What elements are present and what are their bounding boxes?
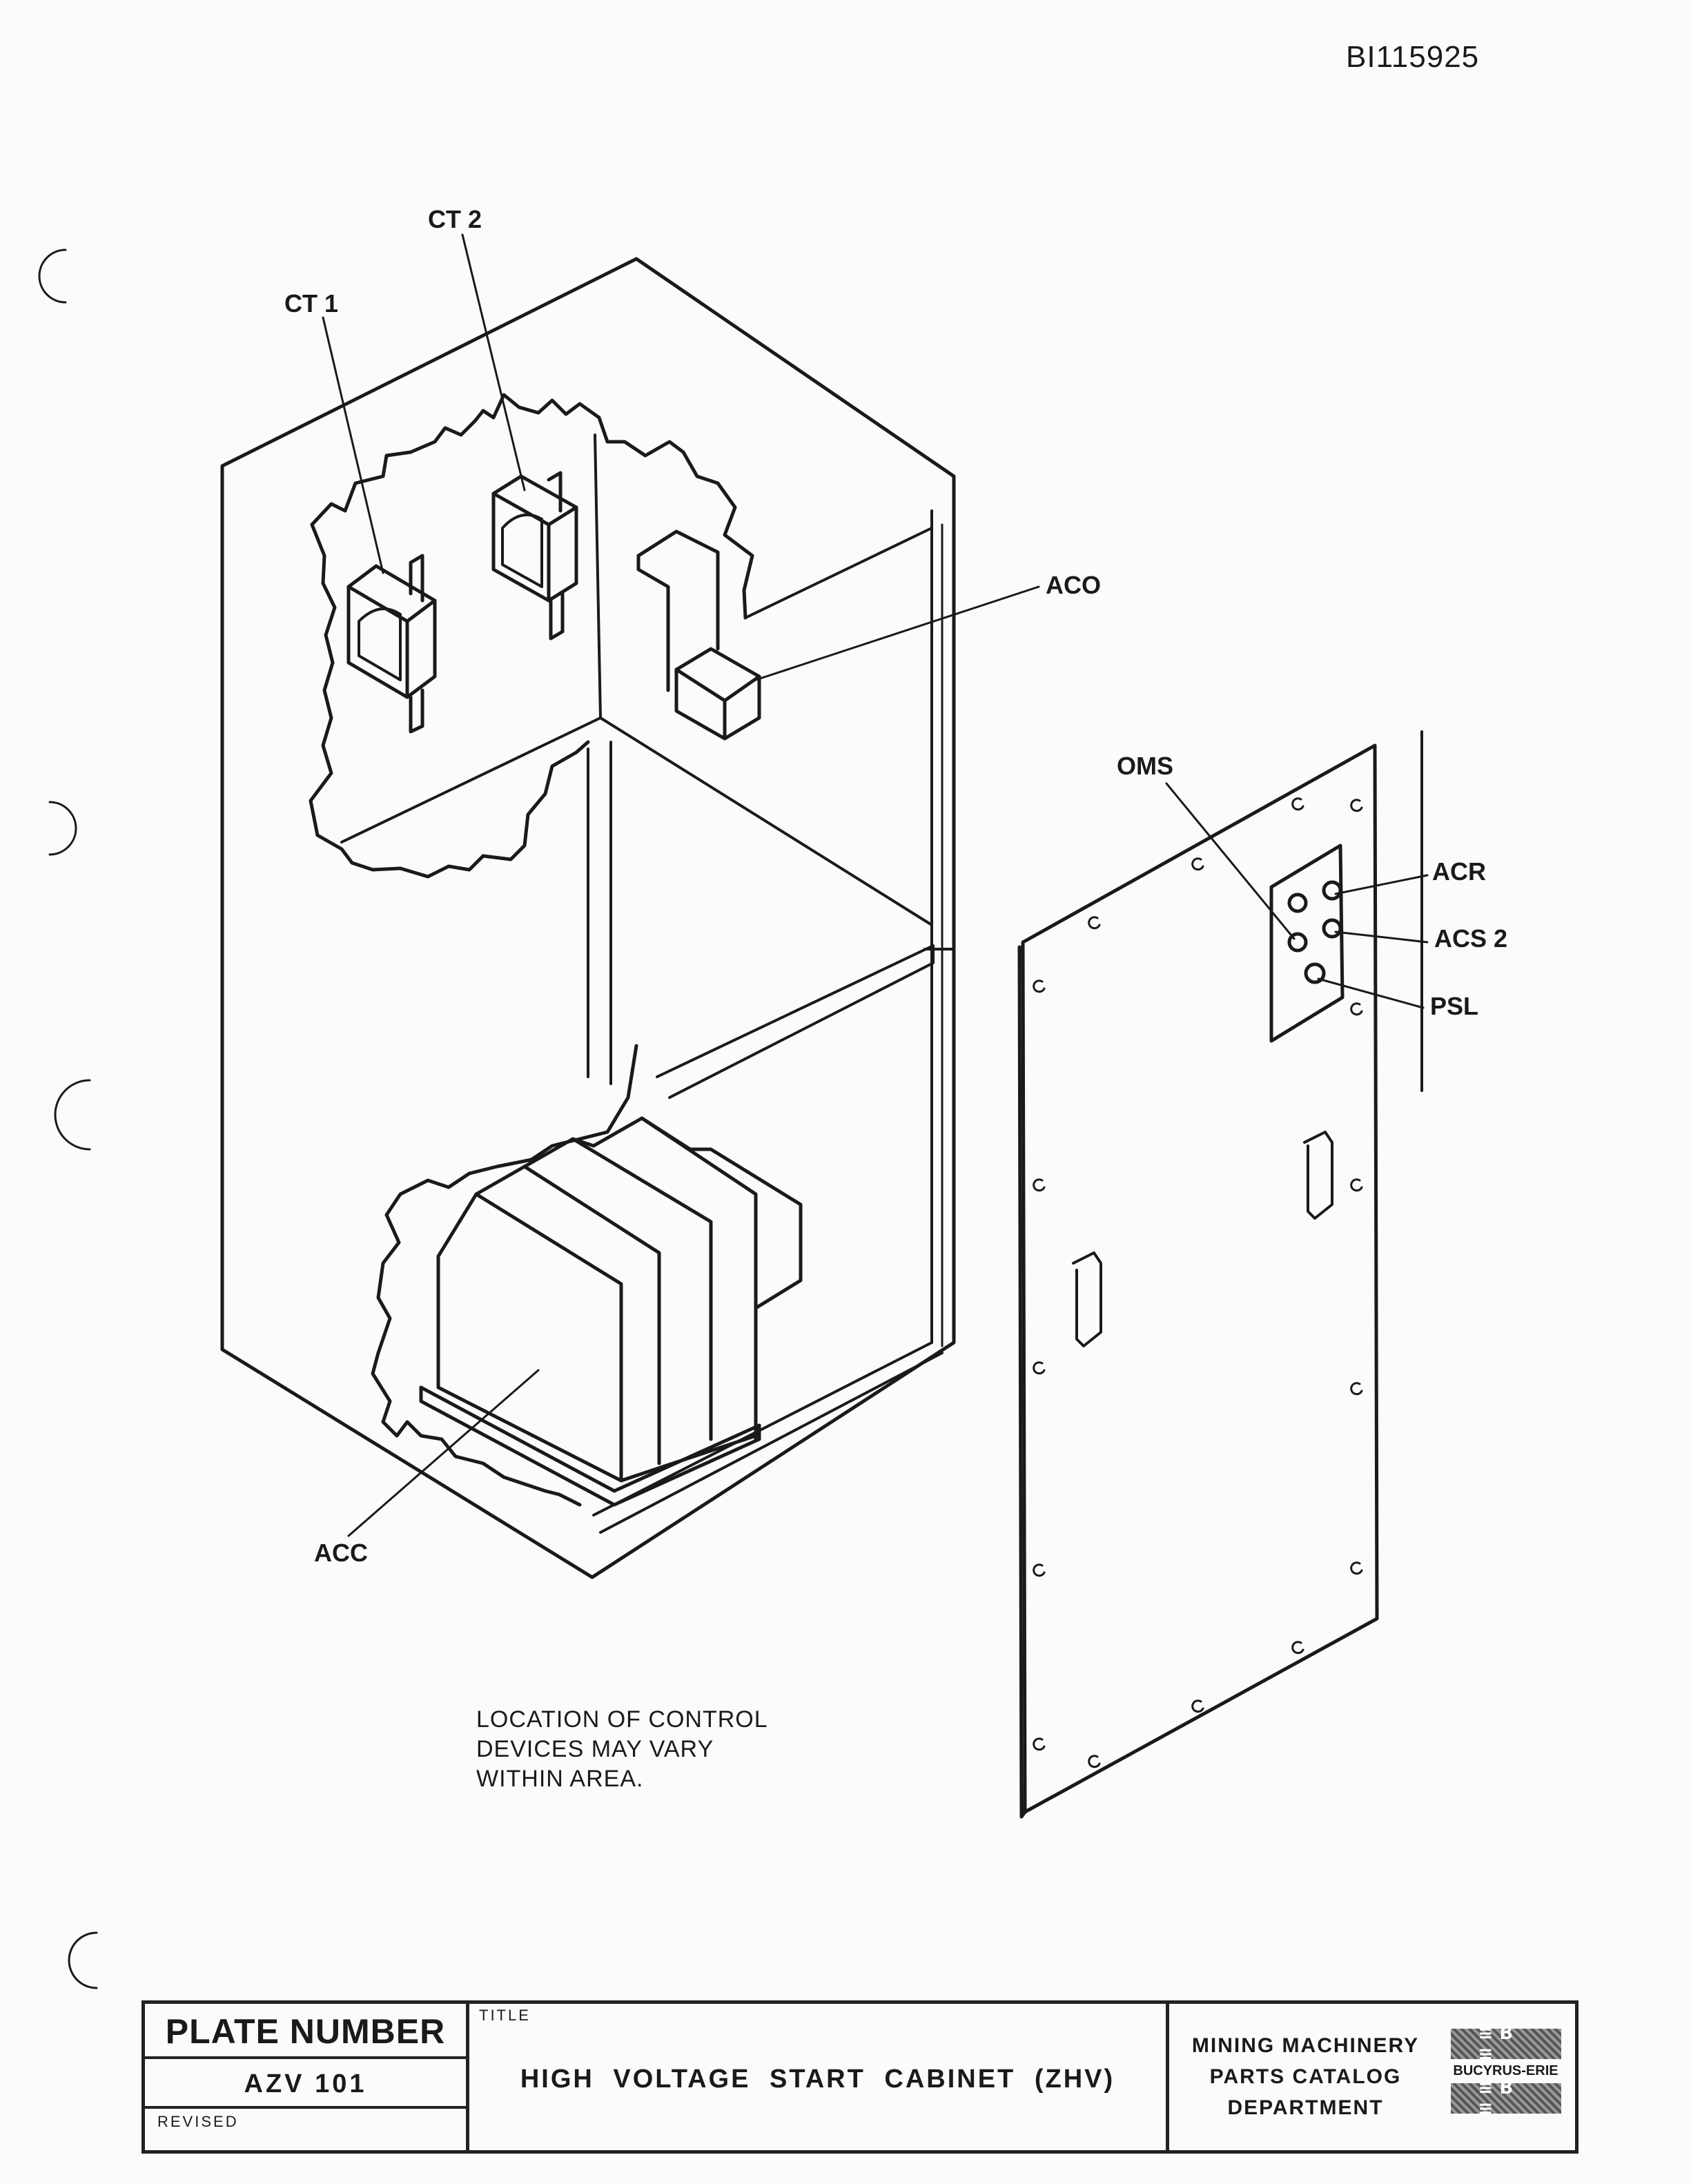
label-aco: ACO — [1046, 571, 1101, 599]
company-name: BUCYRUS-ERIE — [1453, 2063, 1558, 2078]
title-block: PLATE NUMBER AZV 101 REVISED TITLE HIGH … — [141, 2000, 1578, 2154]
department-text: MINING MACHINERY PARTS CATALOG DEPARTMEN… — [1169, 2030, 1442, 2123]
document-id: BI115925 — [1346, 40, 1480, 74]
logo-mark-top: ≡ B ≡ — [1450, 2023, 1561, 2065]
title-label: TITLE — [479, 2007, 531, 2024]
plate-number-label: PLATE NUMBER — [145, 2004, 466, 2059]
label-acr: ACR — [1432, 857, 1486, 886]
drawing-title: HIGH VOLTAGE START CABINET (ZHV) — [520, 2065, 1115, 2094]
label-acs2: ACS 2 — [1434, 924, 1507, 953]
location-note-line-3: WITHIN AREA. — [476, 1766, 643, 1792]
dept-line-3: DEPARTMENT — [1227, 2096, 1384, 2119]
dept-line-2: PARTS CATALOG — [1209, 2065, 1402, 2088]
location-note-line-1: LOCATION OF CONTROL — [476, 1706, 768, 1733]
cabinet-body — [220, 257, 956, 1579]
door-panel — [1017, 743, 1379, 1819]
ct2-transformer — [491, 471, 578, 641]
aco-device — [636, 529, 761, 741]
company-logo: ≡ B ≡ BUCYRUS-ERIE ≡ B ≡ — [1445, 2023, 1566, 2119]
logo-mark-bottom: ≡ B ≡ — [1450, 2078, 1561, 2119]
label-psl: PSL — [1430, 992, 1478, 1020]
plate-number-value: AZV 101 — [145, 2059, 466, 2109]
binder-hole-marks — [38, 248, 98, 1989]
plate-number-section: PLATE NUMBER AZV 101 REVISED — [145, 2004, 469, 2150]
label-acc: ACC — [314, 1539, 368, 1567]
revised-label: REVISED — [157, 2113, 239, 2130]
department-section: MINING MACHINERY PARTS CATALOG DEPARTMEN… — [1169, 2004, 1575, 2150]
label-ct1: CT 1 — [284, 289, 338, 318]
ct1-transformer — [346, 554, 437, 734]
label-oms: OMS — [1117, 752, 1173, 780]
title-section: TITLE HIGH VOLTAGE START CABINET (ZHV) — [469, 2004, 1169, 2150]
logo-mark-text-bottom: ≡ B ≡ — [1478, 2078, 1514, 2119]
leader-lines — [322, 233, 1429, 1537]
torn-cutaway-edges — [309, 393, 933, 1507]
dept-line-1: MINING MACHINERY — [1191, 2034, 1420, 2057]
label-ct2: CT 2 — [428, 205, 482, 233]
logo-mark-text: ≡ B ≡ — [1478, 2023, 1514, 2065]
acc-device — [419, 1116, 803, 1507]
location-note-line-2: DEVICES MAY VARY — [476, 1736, 714, 1762]
